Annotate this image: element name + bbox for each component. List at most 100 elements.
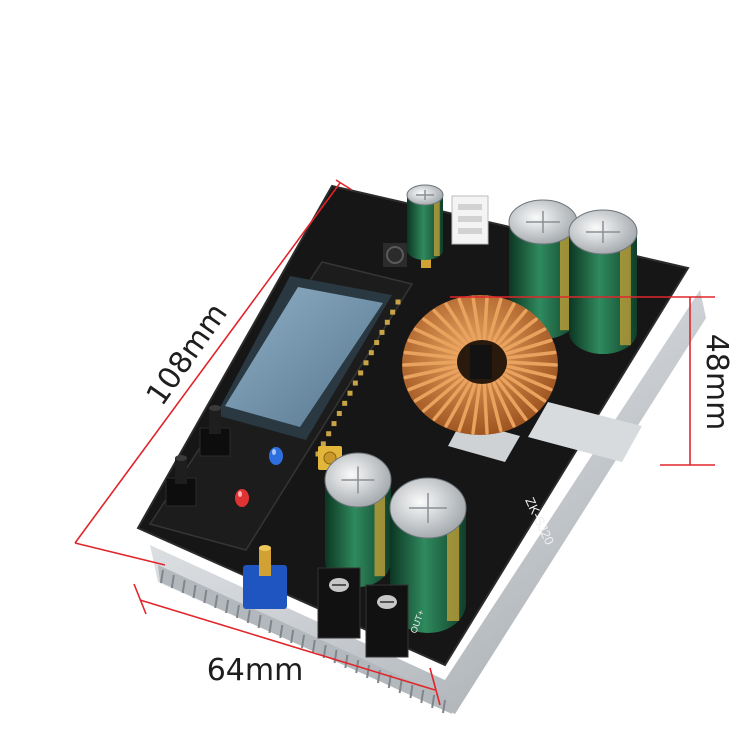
coil-winding xyxy=(503,338,553,356)
heatsink-fin xyxy=(344,654,349,669)
potentiometer-body xyxy=(243,565,287,609)
header-pin xyxy=(347,390,353,396)
coil-winding xyxy=(498,375,538,413)
length-dimension-line xyxy=(74,182,341,544)
push-button-set xyxy=(165,405,231,507)
coil-winding xyxy=(403,364,460,380)
coil-winding xyxy=(422,317,466,349)
heatsink-fin xyxy=(420,689,425,704)
header-pin xyxy=(368,350,374,356)
blue-led xyxy=(269,447,283,465)
width-extension-line xyxy=(133,583,147,615)
led-highlight xyxy=(272,449,276,455)
coil-winding xyxy=(407,368,461,392)
header-pin xyxy=(395,299,401,305)
coil-winding xyxy=(413,371,463,403)
header-pin xyxy=(374,340,380,346)
heatsink-fin xyxy=(225,599,230,614)
heatsink-fin xyxy=(268,619,273,634)
coil-winding xyxy=(491,302,516,345)
smd-inductor-ring xyxy=(386,246,404,264)
header-pin xyxy=(390,309,396,315)
push-button-knob xyxy=(209,408,221,434)
coil-winding xyxy=(413,327,463,353)
heatsink-fin xyxy=(409,684,414,699)
coil-winding xyxy=(495,308,528,347)
coil-winding xyxy=(504,364,557,380)
electrolytic-capacitor xyxy=(389,477,467,633)
heatsink-fin xyxy=(203,589,208,604)
coil-winding xyxy=(504,350,557,360)
heatsink-fin xyxy=(257,614,262,629)
push-button-top xyxy=(209,405,221,411)
led-highlight xyxy=(238,491,242,497)
red-led xyxy=(235,489,249,507)
heatsink-fin xyxy=(398,679,403,694)
push-button-top xyxy=(175,455,187,461)
heatsink-fin xyxy=(181,579,186,594)
dimension-annotations xyxy=(74,179,715,706)
capacitor-stripe xyxy=(374,480,386,577)
potentiometer xyxy=(243,545,287,609)
heatsink-fin xyxy=(214,594,219,609)
coil-winding xyxy=(491,379,516,428)
coil-winding xyxy=(487,297,503,343)
coil-winding xyxy=(402,360,459,367)
capacitor-stripe xyxy=(434,195,440,256)
heatsink-fin xyxy=(290,629,295,644)
coil-winding xyxy=(505,360,558,367)
heatsink-fin xyxy=(192,584,197,599)
potentiometer-shaft xyxy=(259,548,271,576)
capacitor-group-front xyxy=(324,452,467,633)
coil-winding xyxy=(482,295,489,342)
heatsink-fin xyxy=(279,624,284,639)
toroid-coil xyxy=(402,295,558,435)
coil-winding xyxy=(495,377,528,422)
capacitor-stripe xyxy=(447,508,460,621)
header-pin xyxy=(384,319,390,325)
connector-slot xyxy=(458,216,482,222)
header-pin xyxy=(320,441,326,447)
coil-winding xyxy=(444,302,473,345)
header-pin xyxy=(342,400,348,406)
coil-winding xyxy=(432,377,469,422)
potentiometer-shaft-top xyxy=(259,545,271,551)
header-pin xyxy=(379,329,385,335)
connector-slot xyxy=(458,204,482,210)
heatsink-fin xyxy=(431,694,436,709)
electrolytic-capacitor xyxy=(324,452,392,587)
width-label: 64mm xyxy=(207,653,304,688)
heatsink-fin xyxy=(301,634,305,649)
coil-winding xyxy=(457,297,477,343)
push-button-knob xyxy=(175,458,187,484)
coil-winding xyxy=(403,350,460,360)
heatsink-fin xyxy=(246,609,251,624)
electrolytic-capacitor xyxy=(568,209,638,354)
header-pin xyxy=(336,410,342,416)
length-extension-line xyxy=(74,542,166,566)
electrolytic-capacitor xyxy=(406,184,444,260)
coil-winding xyxy=(407,338,461,356)
heatsink-fin xyxy=(333,649,338,664)
capacitor-stripe xyxy=(560,222,571,331)
coil-core-bracket xyxy=(470,345,492,379)
lcd-screen xyxy=(225,287,383,427)
heatsink-fin xyxy=(170,574,175,589)
yellow-trimmer-screw xyxy=(323,451,337,465)
heatsink-fin xyxy=(311,639,316,654)
terminal-blocks xyxy=(317,567,409,658)
header-pin xyxy=(358,370,364,376)
connector-slot xyxy=(458,228,482,234)
heatsink-fin xyxy=(442,699,446,714)
heatsink-fin xyxy=(366,664,371,679)
coil-winding xyxy=(422,375,466,413)
coil-winding xyxy=(471,382,482,435)
coil-windings xyxy=(402,295,558,435)
header-pin xyxy=(363,360,369,366)
width-dimension-line xyxy=(139,599,436,691)
pcb-silver-pad xyxy=(528,402,642,462)
header-pin xyxy=(331,421,337,427)
capacitor-group-back xyxy=(406,184,638,354)
coil-winding xyxy=(487,381,503,433)
